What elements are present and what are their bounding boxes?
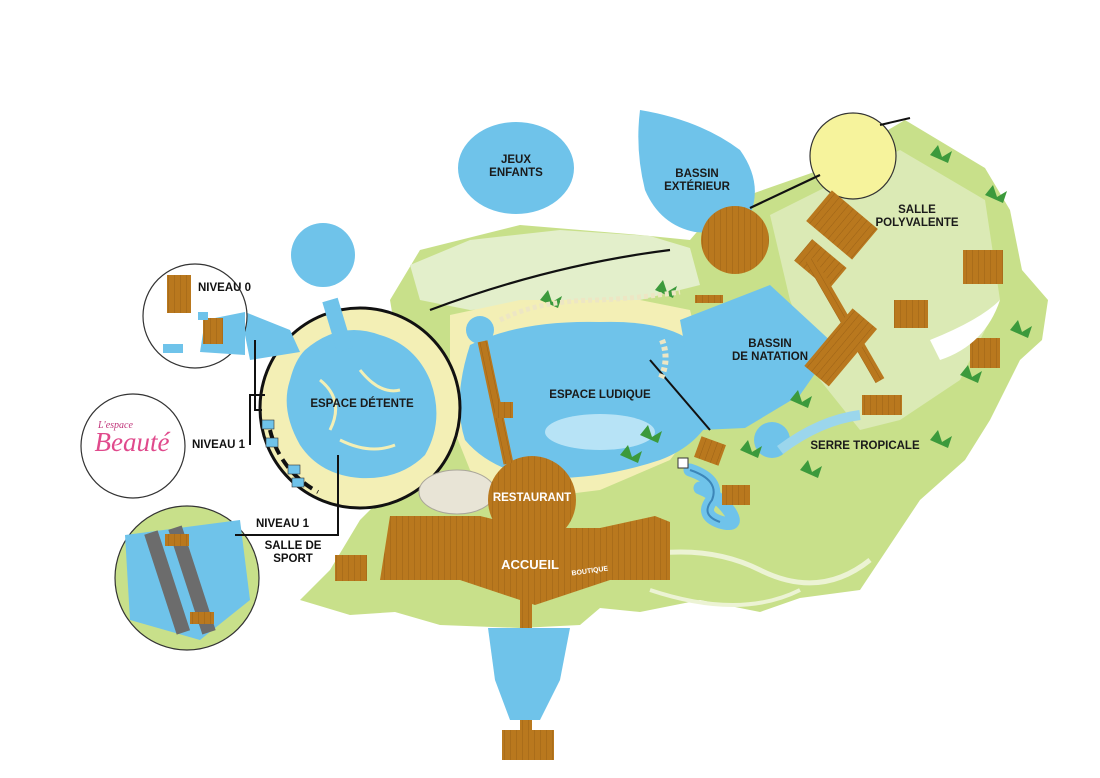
logo-beaute-big: Beauté [94, 427, 170, 457]
polyvalente-block-2 [794, 239, 847, 290]
spa-box-3 [287, 464, 301, 475]
logo-beaute-small: L'espace [98, 420, 133, 431]
serre-stream [777, 410, 861, 455]
label-niveau-0: NIVEAU 0 [198, 282, 252, 294]
label-jeux-enfants: JEUX ENFANTS [489, 154, 543, 179]
label-bassin-exterieur: BASSIN EXTÉRIEUR [664, 168, 730, 193]
sport-block-top [165, 534, 189, 546]
polyvalente-block-7 [862, 395, 902, 415]
accueil-building [380, 516, 670, 605]
beaute-inset [80, 393, 186, 499]
polyvalente-block-3 [804, 308, 878, 387]
label-salle-de-sport: SALLE DE SPORT [264, 540, 322, 565]
detente-swirl [319, 369, 401, 451]
boundary-line-east-top [879, 117, 911, 126]
polyvalente-block-5 [963, 250, 1003, 284]
niveau-0-hut-1 [167, 275, 191, 313]
ludique-small-pool [466, 316, 494, 344]
label-niveau-1-beaute: NIVEAU 1 [192, 439, 246, 451]
ludique-foam [545, 414, 655, 450]
south-pool [488, 628, 570, 720]
boundary-line-natation [649, 359, 711, 431]
restaurant-deck [488, 456, 576, 544]
label-bassin-natation: BASSIN DE NATATION [731, 338, 809, 363]
polyvalente-block-6 [970, 338, 1000, 368]
label-accueil: ACCUEIL [501, 557, 559, 572]
polyvalente-block-4 [894, 300, 928, 328]
leader-line-niveau0 [254, 340, 262, 411]
boundary-line-north [429, 248, 671, 312]
detente-channel [322, 297, 353, 353]
exterieur-pier [695, 295, 723, 303]
north-pale-ground [410, 230, 700, 310]
sun-deck [809, 112, 897, 200]
garden-path-2 [649, 588, 801, 607]
espace-beaute-logo: L'espace Beauté [84, 420, 180, 458]
label-espace-detente: ESPACE DÉTENTE [310, 398, 414, 410]
leader-line-sport [235, 455, 339, 536]
pier-base [502, 730, 554, 760]
slide-start [677, 457, 689, 469]
label-niveau-1-sport: NIVEAU 1 [256, 518, 310, 530]
white-crescent [930, 300, 1000, 360]
jeux-enfants-pool [458, 122, 574, 214]
sport-bar-1 [144, 530, 191, 635]
bridge-platform [495, 402, 513, 418]
espace-detente-pool [286, 330, 437, 479]
slide-hut-2 [722, 485, 750, 505]
pebble-path-2 [657, 338, 669, 382]
sport-bar-2 [168, 525, 216, 635]
boundary-line-east [749, 174, 821, 209]
spa-box-4 [291, 477, 305, 488]
bassin-exterieur-pool [638, 110, 755, 233]
detente-top-pool [291, 223, 355, 287]
label-salle-polyvalente: SALLE POLYVALENTE [875, 204, 959, 229]
niveau-0-small-pool [198, 312, 208, 320]
slide-hut-1 [694, 436, 726, 466]
niveau-0-hut-2 [203, 318, 223, 344]
water-slide-inner [689, 469, 721, 523]
bassin-exterieur-deck [701, 206, 769, 274]
niveau-0-spa [163, 344, 183, 353]
sport-block-bottom [190, 612, 214, 624]
polyvalente-block-1 [806, 190, 878, 260]
spa-box-1 [261, 419, 275, 430]
small-hut-west [335, 555, 367, 581]
label-espace-ludique: ESPACE LUDIQUE [549, 389, 651, 401]
label-serre-tropicale: SERRE TROPICALE [810, 440, 920, 452]
detente-link-pool [240, 310, 300, 360]
spa-box-2 [265, 437, 279, 448]
leader-line-beaute [249, 394, 265, 445]
label-restaurant: RESTAURANT [492, 492, 572, 504]
pebble-path [498, 289, 681, 323]
